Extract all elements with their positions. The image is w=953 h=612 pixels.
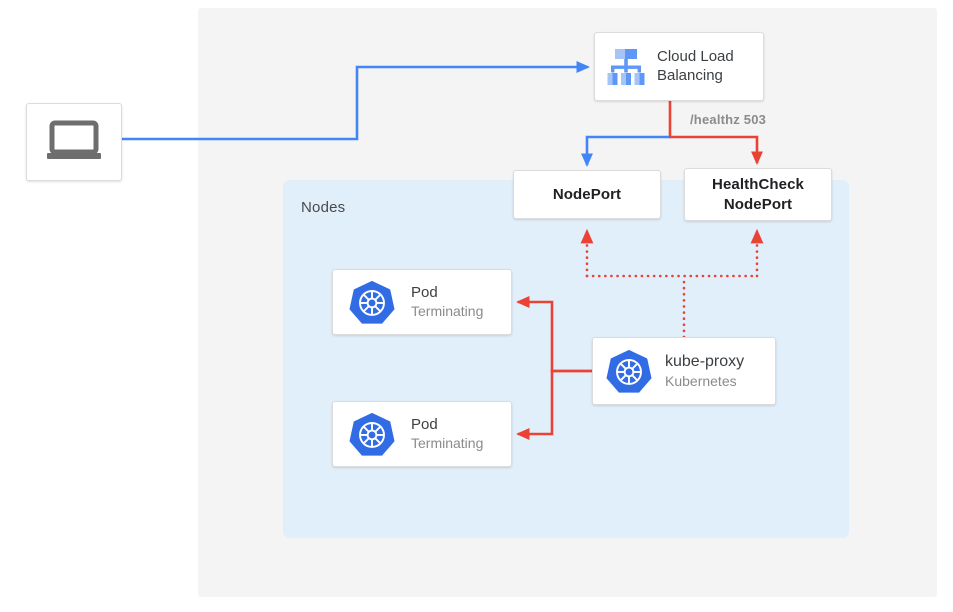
wire-kubeproxy-to-pod2 bbox=[515, 369, 592, 440]
wire-lb-to-healthcheck-nodeport bbox=[669, 135, 763, 166]
healthcheck-nodeport-label-line2: NodePort bbox=[723, 195, 793, 213]
kubernetes-icon bbox=[333, 279, 411, 325]
healthcheck-nodeport-card[interactable]: HealthCheck NodePort bbox=[684, 168, 832, 221]
pod-status: Terminating bbox=[411, 303, 484, 320]
cloud-load-balancing-title-line2: Balancing bbox=[657, 66, 723, 84]
pod-status: Terminating bbox=[411, 435, 484, 452]
healthcheck-nodeport-text: HealthCheck NodePort bbox=[712, 175, 804, 214]
nodes-region-label: Nodes bbox=[301, 199, 346, 216]
client-laptop-card[interactable] bbox=[26, 103, 122, 181]
pod-text: Pod Terminating bbox=[411, 416, 483, 453]
cloud-load-balancing-card[interactable]: Cloud Load Balancing bbox=[594, 32, 764, 101]
pod-card[interactable]: Pod Terminating bbox=[332, 269, 512, 335]
pod-name: Pod bbox=[411, 415, 438, 433]
kube-proxy-card[interactable]: kube-proxy Kubernetes bbox=[592, 337, 776, 405]
cloud-load-balancing-text: Cloud Load Balancing bbox=[657, 48, 734, 86]
cloud-load-balancing-title-line1: Cloud Load bbox=[657, 47, 734, 65]
pod-card[interactable]: Pod Terminating bbox=[332, 401, 512, 467]
pod-text: Pod Terminating bbox=[411, 284, 483, 321]
healthz-edge-label: /healthz 503 bbox=[690, 112, 767, 127]
kube-proxy-text: kube-proxy Kubernetes bbox=[665, 352, 744, 390]
kube-proxy-subtitle: Kubernetes bbox=[665, 372, 737, 389]
wire-lb-to-nodeport bbox=[581, 135, 671, 168]
wire-kubeproxy-to-pod1 bbox=[515, 296, 592, 373]
healthcheck-nodeport-label-line1: HealthCheck bbox=[712, 176, 804, 193]
wire-client-to-lb bbox=[122, 61, 591, 141]
cloud-load-balancing-icon bbox=[595, 48, 657, 86]
kubernetes-icon bbox=[593, 348, 665, 394]
nodeport-label: NodePort bbox=[552, 185, 622, 203]
kube-proxy-name: kube-proxy bbox=[665, 352, 745, 370]
nodeport-card[interactable]: NodePort bbox=[513, 170, 661, 219]
kubernetes-icon bbox=[333, 411, 411, 457]
laptop-icon bbox=[46, 119, 102, 166]
pod-name: Pod bbox=[411, 283, 438, 301]
